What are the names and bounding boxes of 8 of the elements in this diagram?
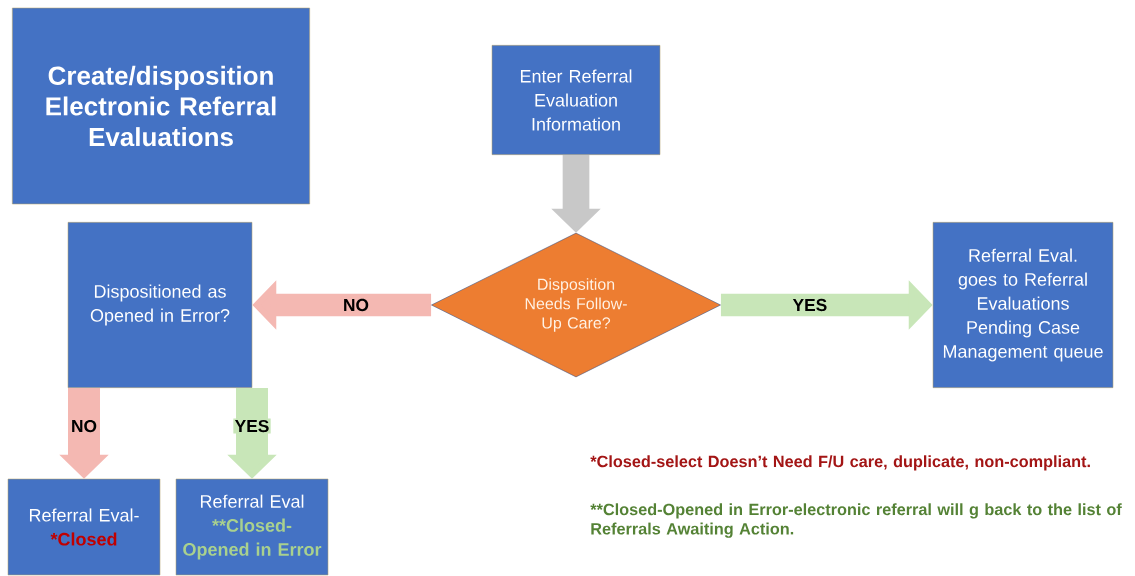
process-box: Referral Eval. goes to Referral Evaluations Pending Case Management queue: [932, 222, 1114, 388]
title-box: Create/disposition Electronic Referral Evaluations: [12, 7, 310, 205]
process-box: Dispositioned as Opened in Error?: [67, 222, 253, 388]
footnote: **Closed-Opened in Error-electronic referral will g back to the list of Referrals Awaiting Action.: [590, 503, 1122, 538]
process-box: Referral Eval- *Closed: [7, 478, 161, 576]
process-box: Enter Referral Evaluation Information: [491, 45, 661, 155]
footnote: *Closed-select Doesn’t Need F/U care, duplicate, non-compliant.: [590, 455, 1090, 471]
process-box: Referral Eval **Closed-Opened in Error: [175, 478, 329, 576]
